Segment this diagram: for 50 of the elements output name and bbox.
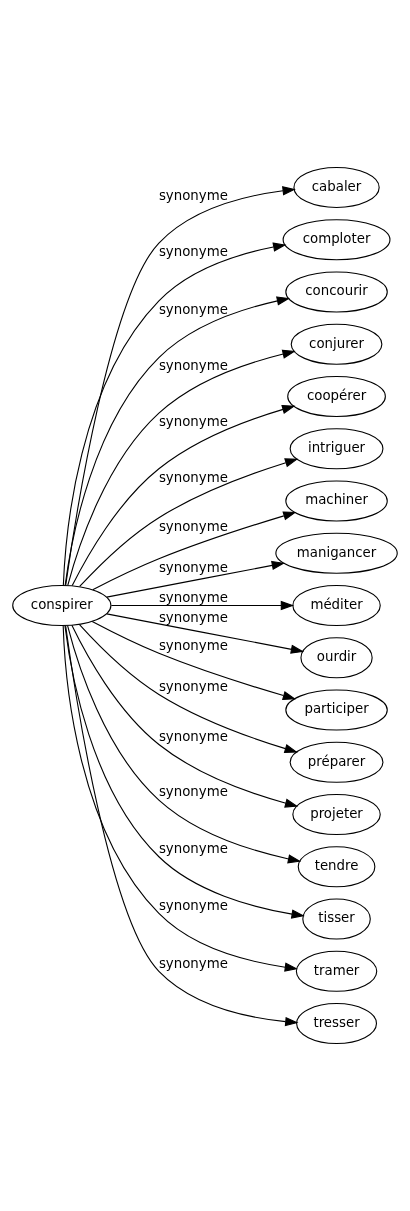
node-ellipse: tramer <box>295 950 378 992</box>
arrow <box>67 625 302 864</box>
node-ellipse: méditer <box>292 584 381 627</box>
node-ellipse: intriguer <box>289 428 384 470</box>
edge-label: synonyme <box>158 840 228 856</box>
edge-label: synonyme <box>158 897 228 913</box>
node-ellipse: machiner <box>285 480 388 522</box>
edge-label: synonyme <box>158 414 228 430</box>
node-ellipse: projeter <box>292 793 381 836</box>
edge-label: synonyme <box>158 188 228 204</box>
arrow <box>106 613 305 654</box>
edge-label: synonyme <box>158 678 228 694</box>
edge-label: synonyme <box>158 301 228 317</box>
arrow <box>62 242 287 586</box>
edge-label: synonyme <box>158 637 228 653</box>
node-ellipse: participer <box>285 689 388 731</box>
arrow <box>71 624 299 808</box>
node-ellipse: conjurer <box>290 323 383 365</box>
arrow <box>78 623 298 754</box>
node-ellipse: manigancer <box>275 532 398 574</box>
node-ellipse: cabaler <box>293 166 380 209</box>
arrow <box>67 349 296 586</box>
arrow <box>79 458 299 588</box>
edge-label: synonyme <box>158 358 228 374</box>
node-ellipse: tendre <box>297 846 376 888</box>
arrow <box>71 405 296 587</box>
node-ellipse: comploter <box>282 219 391 261</box>
edge-label: synonyme <box>158 243 228 259</box>
edge-label: synonyme <box>158 609 228 625</box>
arrow <box>106 560 286 598</box>
arrow <box>92 511 297 591</box>
arrow <box>110 600 295 611</box>
edge-label: synonyme <box>158 518 228 534</box>
edge-label: synonyme <box>158 784 228 800</box>
edge-label: synonyme <box>158 559 228 575</box>
node-ellipse: tresser <box>296 1002 378 1045</box>
arrow <box>64 624 305 919</box>
node-ellipse: coopérer <box>287 375 386 418</box>
edge-label: synonyme <box>158 589 228 605</box>
arrow <box>91 621 297 700</box>
node-ellipse: préparer <box>289 741 384 783</box>
arrow <box>64 296 291 586</box>
node-ellipse: concourir <box>285 271 388 313</box>
edge-label: synonyme <box>158 728 228 744</box>
edge-label: synonyme <box>158 469 228 485</box>
node-ellipse: conspirer <box>12 584 112 627</box>
node-ellipse: ourdir <box>300 637 373 679</box>
arrow <box>65 186 296 586</box>
node-ellipse: tisser <box>302 898 371 940</box>
edge-label: synonyme <box>158 955 228 971</box>
